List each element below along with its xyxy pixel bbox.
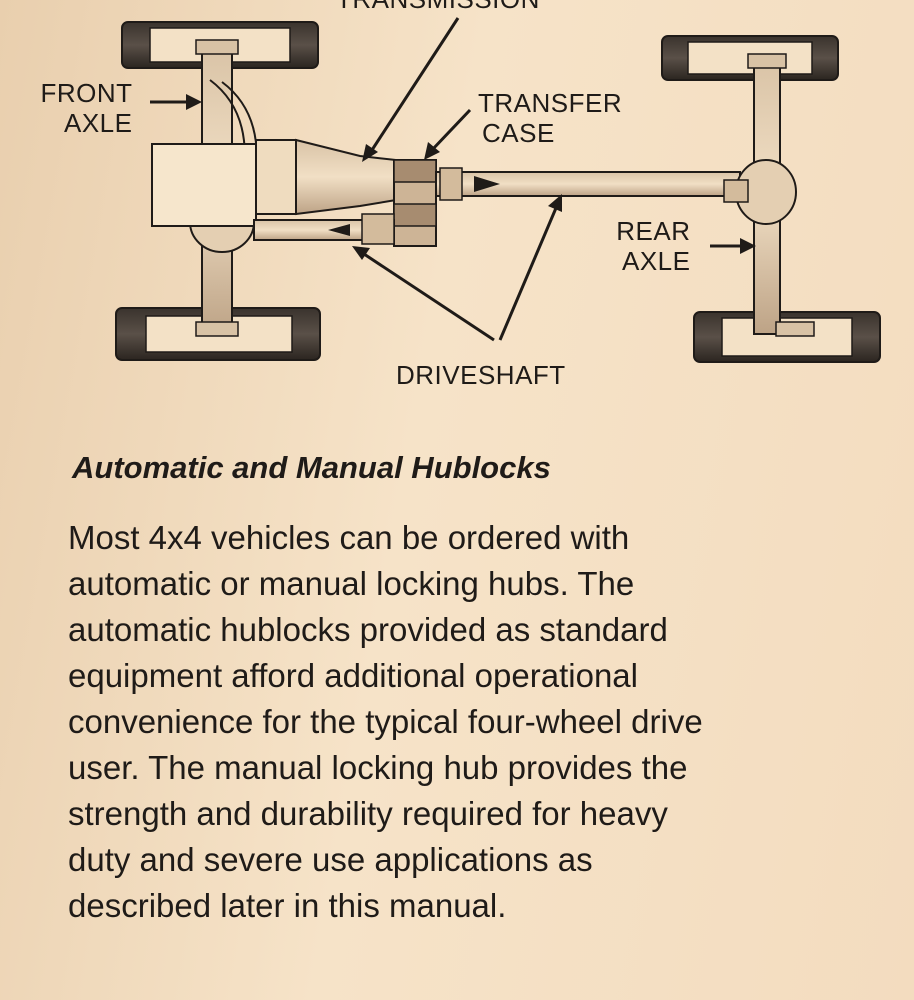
- rear-axle-label: REAR AXLE: [616, 216, 691, 276]
- transfer-case-label: TRANSFER CASE: [478, 88, 623, 148]
- body-line: strength and durability required for hea…: [68, 795, 668, 832]
- body-line: Most 4x4 vehicles can be ordered with: [68, 519, 630, 556]
- body-line: described later in this manual.: [68, 887, 507, 924]
- body-line: convenience for the typical four-wheel d…: [68, 703, 703, 740]
- transfer-case: [393, 159, 437, 247]
- front-right-tire: [115, 307, 321, 361]
- rear-driveshaft: [435, 167, 741, 201]
- section-heading: Automatic and Manual Hublocks: [72, 450, 551, 485]
- leader-lines: [150, 17, 756, 342]
- body-line: user. The manual locking hub provides th…: [68, 749, 688, 786]
- front-axle-label: FRONT AXLE: [40, 78, 133, 138]
- engine-block: [151, 139, 297, 227]
- rear-right-tire: [693, 311, 881, 363]
- transmission-label: TRANSMISSION: [336, 0, 540, 14]
- drivetrain-illustration: [115, 17, 881, 363]
- body-line: duty and severe use applications as: [68, 841, 593, 878]
- body-line: automatic hublocks provided as standard: [68, 611, 668, 648]
- section-body: Most 4x4 vehicles can be ordered with au…: [68, 515, 898, 929]
- drivetrain-diagram: TRANSMISSION FRONT AXLE TRANSFER CASE RE…: [0, 0, 914, 400]
- body-line: automatic or manual locking hubs. The: [68, 565, 635, 602]
- driveshaft-label: DRIVESHAFT: [396, 360, 566, 390]
- rear-axle: [723, 53, 815, 337]
- transmission: [295, 138, 397, 216]
- front-driveshaft: [253, 213, 395, 245]
- body-line: equipment afford additional operational: [68, 657, 638, 694]
